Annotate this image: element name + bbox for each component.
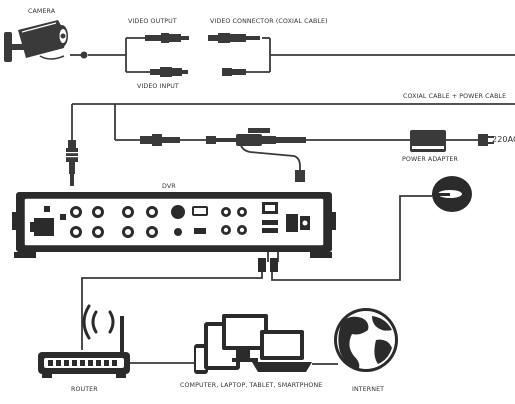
video-output-label: VIDEO OUTPUT (128, 18, 177, 25)
power-adapter-icon (410, 130, 446, 152)
video-input-connector (150, 67, 188, 77)
bnc-plug (66, 140, 78, 186)
video-input-label: VIDEO INPUT (137, 83, 179, 90)
wifi-icon (82, 304, 115, 340)
power-splitter (206, 128, 306, 146)
wall-plug (478, 134, 494, 146)
mains-label: 220AC (492, 135, 515, 144)
rj45-plug (258, 258, 278, 272)
coaxial-connector (208, 33, 260, 76)
camera-label: CAMERA (28, 8, 56, 15)
dc-plug (295, 170, 305, 182)
router-label: ROUTER (71, 386, 98, 393)
video-connector-label: VIDEO CONNECTOR (COXIAL CABLE) (210, 18, 328, 25)
laptop-icon (252, 330, 312, 372)
internet-label: INTERNET (352, 386, 385, 393)
dvr-icon (12, 192, 336, 258)
coaxial-power-label: COXIAL CABLE + POWER CABLE (403, 93, 507, 100)
computer-icon (222, 314, 268, 362)
devices-label: COMPUTER, LAPTOP, TABLET, SMARTPHONE (180, 382, 323, 389)
mouse-icon (432, 176, 472, 212)
globe-icon (334, 308, 398, 372)
camera-icon (4, 20, 68, 62)
router-icon (38, 316, 130, 378)
video-output-connector (145, 33, 189, 43)
dvr-label: DVR (162, 183, 176, 190)
power-adapter-label: POWER ADAPTER (402, 156, 458, 163)
